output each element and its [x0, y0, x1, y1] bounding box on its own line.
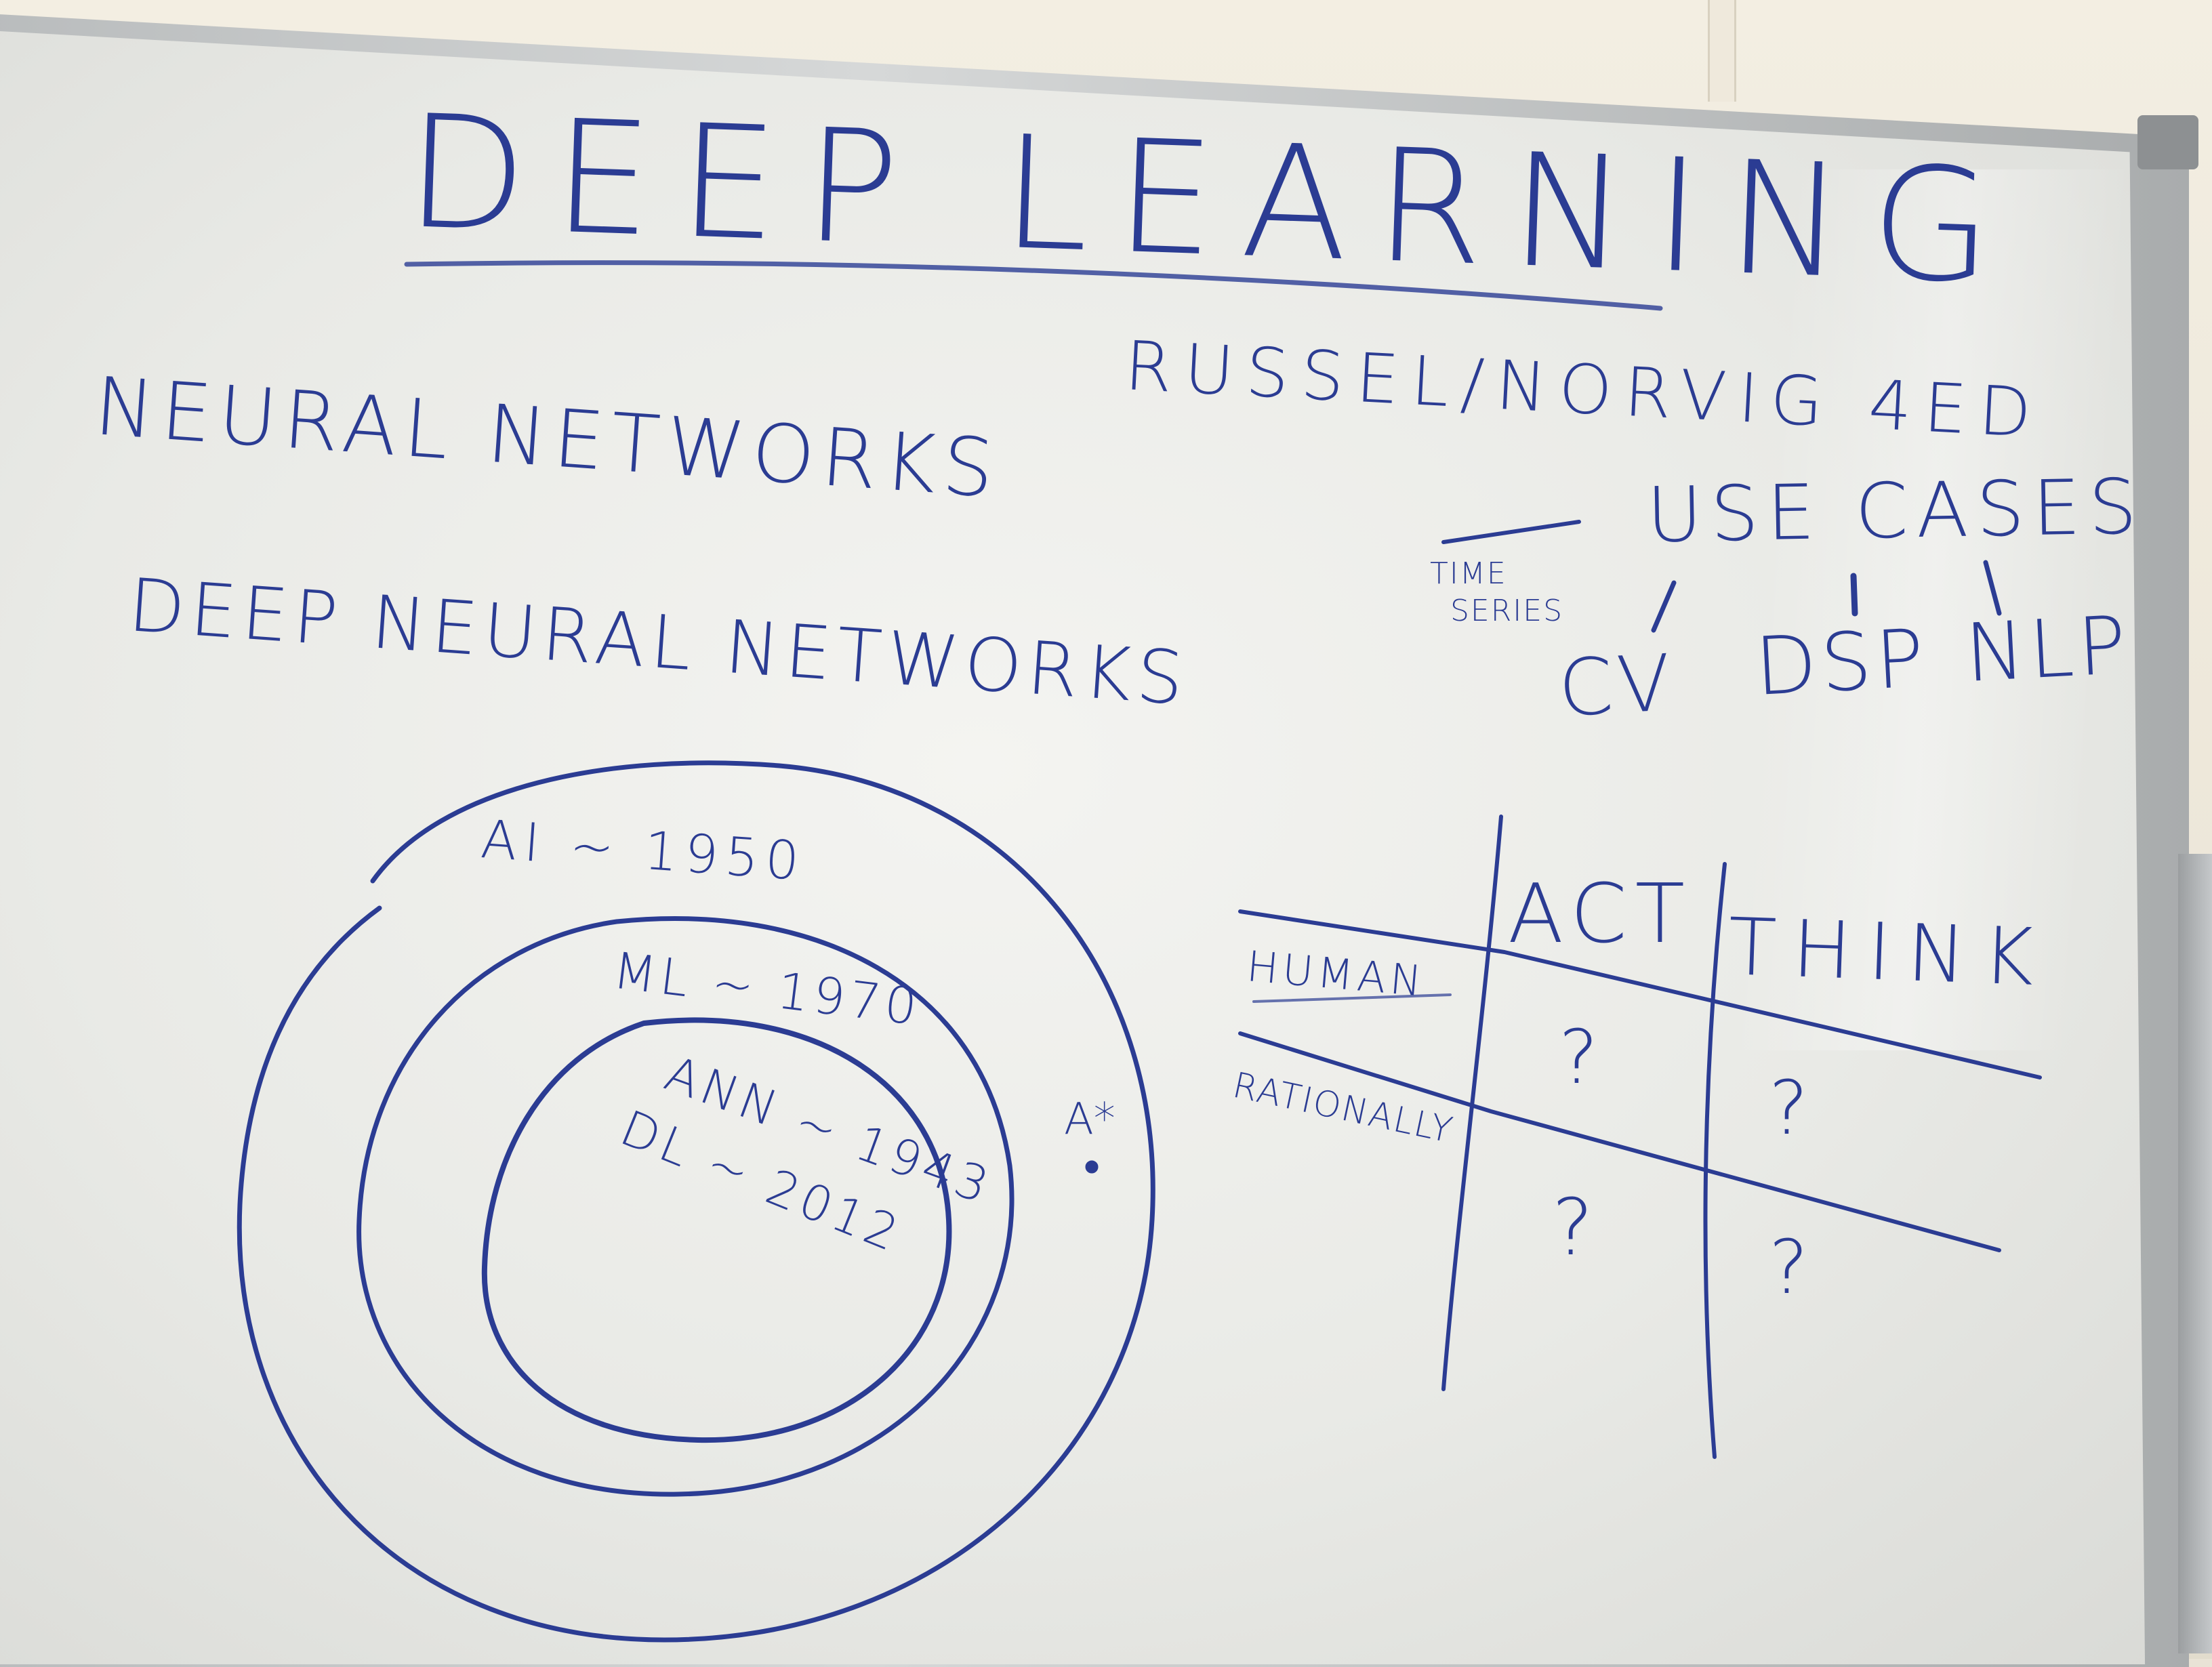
matrix-cell-rational-think: ?	[1769, 1224, 1809, 1311]
whiteboard-surface	[0, 31, 2146, 1664]
title-underline	[404, 260, 1663, 311]
use-cases-heading: USE CASES	[1645, 463, 2146, 560]
matrix-column-think: THINK	[1726, 901, 2052, 1004]
human-label-underline	[1252, 993, 1452, 1003]
matrix-line-horizontal-top	[1238, 909, 2042, 1079]
matrix-line-vertical-right	[1703, 862, 1727, 1459]
ring-ai	[237, 760, 1155, 1643]
use-case-line-cv	[1651, 580, 1677, 633]
point-a-star-dot	[1085, 1160, 1099, 1174]
use-case-cv: CV	[1556, 638, 1677, 735]
venn-point-a-star: A*	[1064, 1094, 1115, 1145]
wall-pipe	[1708, 0, 1736, 102]
frame-right-edge	[2178, 854, 2212, 1653]
matrix-line-horizontal-bottom	[1238, 1031, 2001, 1252]
ring-ml	[356, 916, 1015, 1497]
matrix-line-vertical-left	[1441, 815, 1503, 1391]
use-case-line-dsp	[1850, 573, 1858, 617]
matrix-cell-rational-act: ?	[1552, 1182, 1594, 1273]
matrix-column-act: ACT	[1508, 867, 1694, 962]
use-case-aside-time: TIME	[1430, 556, 1507, 591]
ring-ann	[481, 1017, 952, 1443]
use-case-line-nlp	[1983, 560, 2002, 616]
use-case-aside-series: SERIES	[1450, 594, 1564, 628]
frame-corner-cap	[2137, 115, 2198, 169]
use-case-dsp: DSP	[1753, 611, 1931, 714]
matrix-cell-human-act: ?	[1559, 1014, 1599, 1100]
matrix-cell-human-think: ?	[1769, 1065, 1809, 1151]
use-case-line-timeseries	[1441, 520, 1581, 544]
use-case-nlp: NLP	[1963, 598, 2133, 700]
